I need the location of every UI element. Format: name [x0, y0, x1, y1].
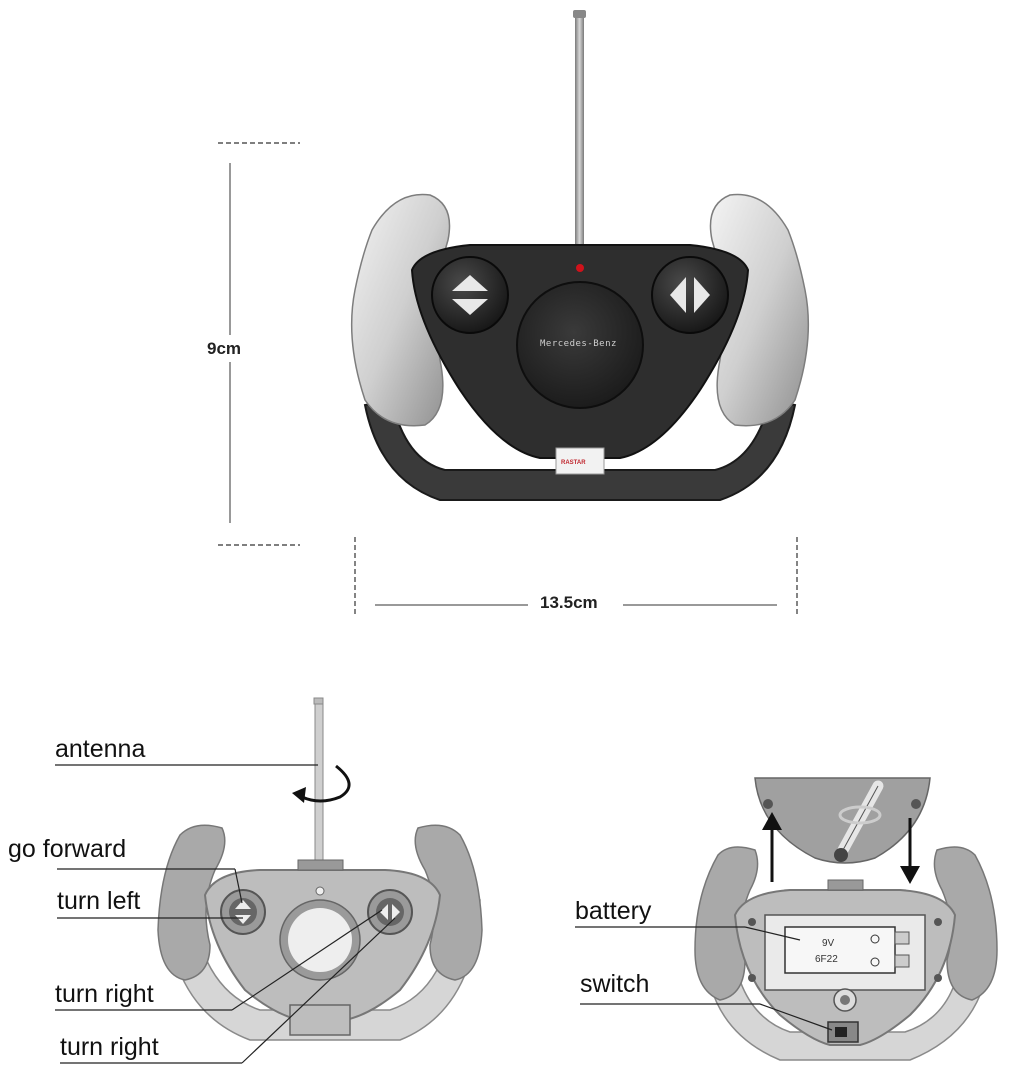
up-arrow-icon: [452, 275, 488, 291]
antenna-label: antenna: [55, 735, 145, 763]
logo-text: RASTAR: [561, 460, 586, 466]
front-right-grip: [414, 824, 483, 981]
antenna-rod: [575, 14, 584, 244]
go-forward-label: go forward: [8, 835, 126, 863]
turn-right-label-1: turn right: [55, 980, 154, 1008]
height-label: 9cm: [207, 339, 241, 358]
battery-model: 6F22: [815, 954, 838, 965]
switch-label: switch: [580, 970, 649, 998]
center-dial: [516, 281, 644, 409]
forward-backward-button: [431, 256, 509, 334]
dimension-width: 13.5cm: [354, 537, 798, 617]
front-left-grip: [157, 824, 226, 981]
battery-9v: [784, 926, 896, 974]
rotate-arrow-icon: [301, 764, 351, 803]
front-callouts: antenna go forward turn left turn right …: [8, 735, 396, 1064]
right-grip: [709, 193, 810, 427]
battery-voltage: 9V: [822, 938, 835, 949]
width-label: 13.5cm: [540, 593, 598, 612]
handle-ring: [363, 398, 797, 501]
front-antenna: [314, 703, 324, 865]
front-line-drawing: [157, 697, 483, 1041]
back-callouts: battery switch: [575, 897, 833, 1031]
brand-logo: [555, 447, 605, 475]
brand-text: Mercedes-Benz: [540, 339, 617, 349]
turn-right-label-2: turn right: [60, 1033, 159, 1061]
power-led: [576, 264, 584, 272]
left-grip: [350, 193, 451, 427]
down-arrow-icon: [452, 299, 488, 315]
right-arrow-icon: [694, 277, 710, 313]
dimension-height: 9cm: [207, 142, 300, 546]
left-arrow-icon: [670, 277, 686, 313]
remote-photo: Mercedes-Benz RASTAR: [350, 10, 810, 501]
battery-label: battery: [575, 897, 652, 925]
back-line-drawing: 9V 6F22: [694, 777, 998, 1061]
left-right-button: [651, 256, 729, 334]
turn-left-label: turn left: [57, 887, 140, 915]
